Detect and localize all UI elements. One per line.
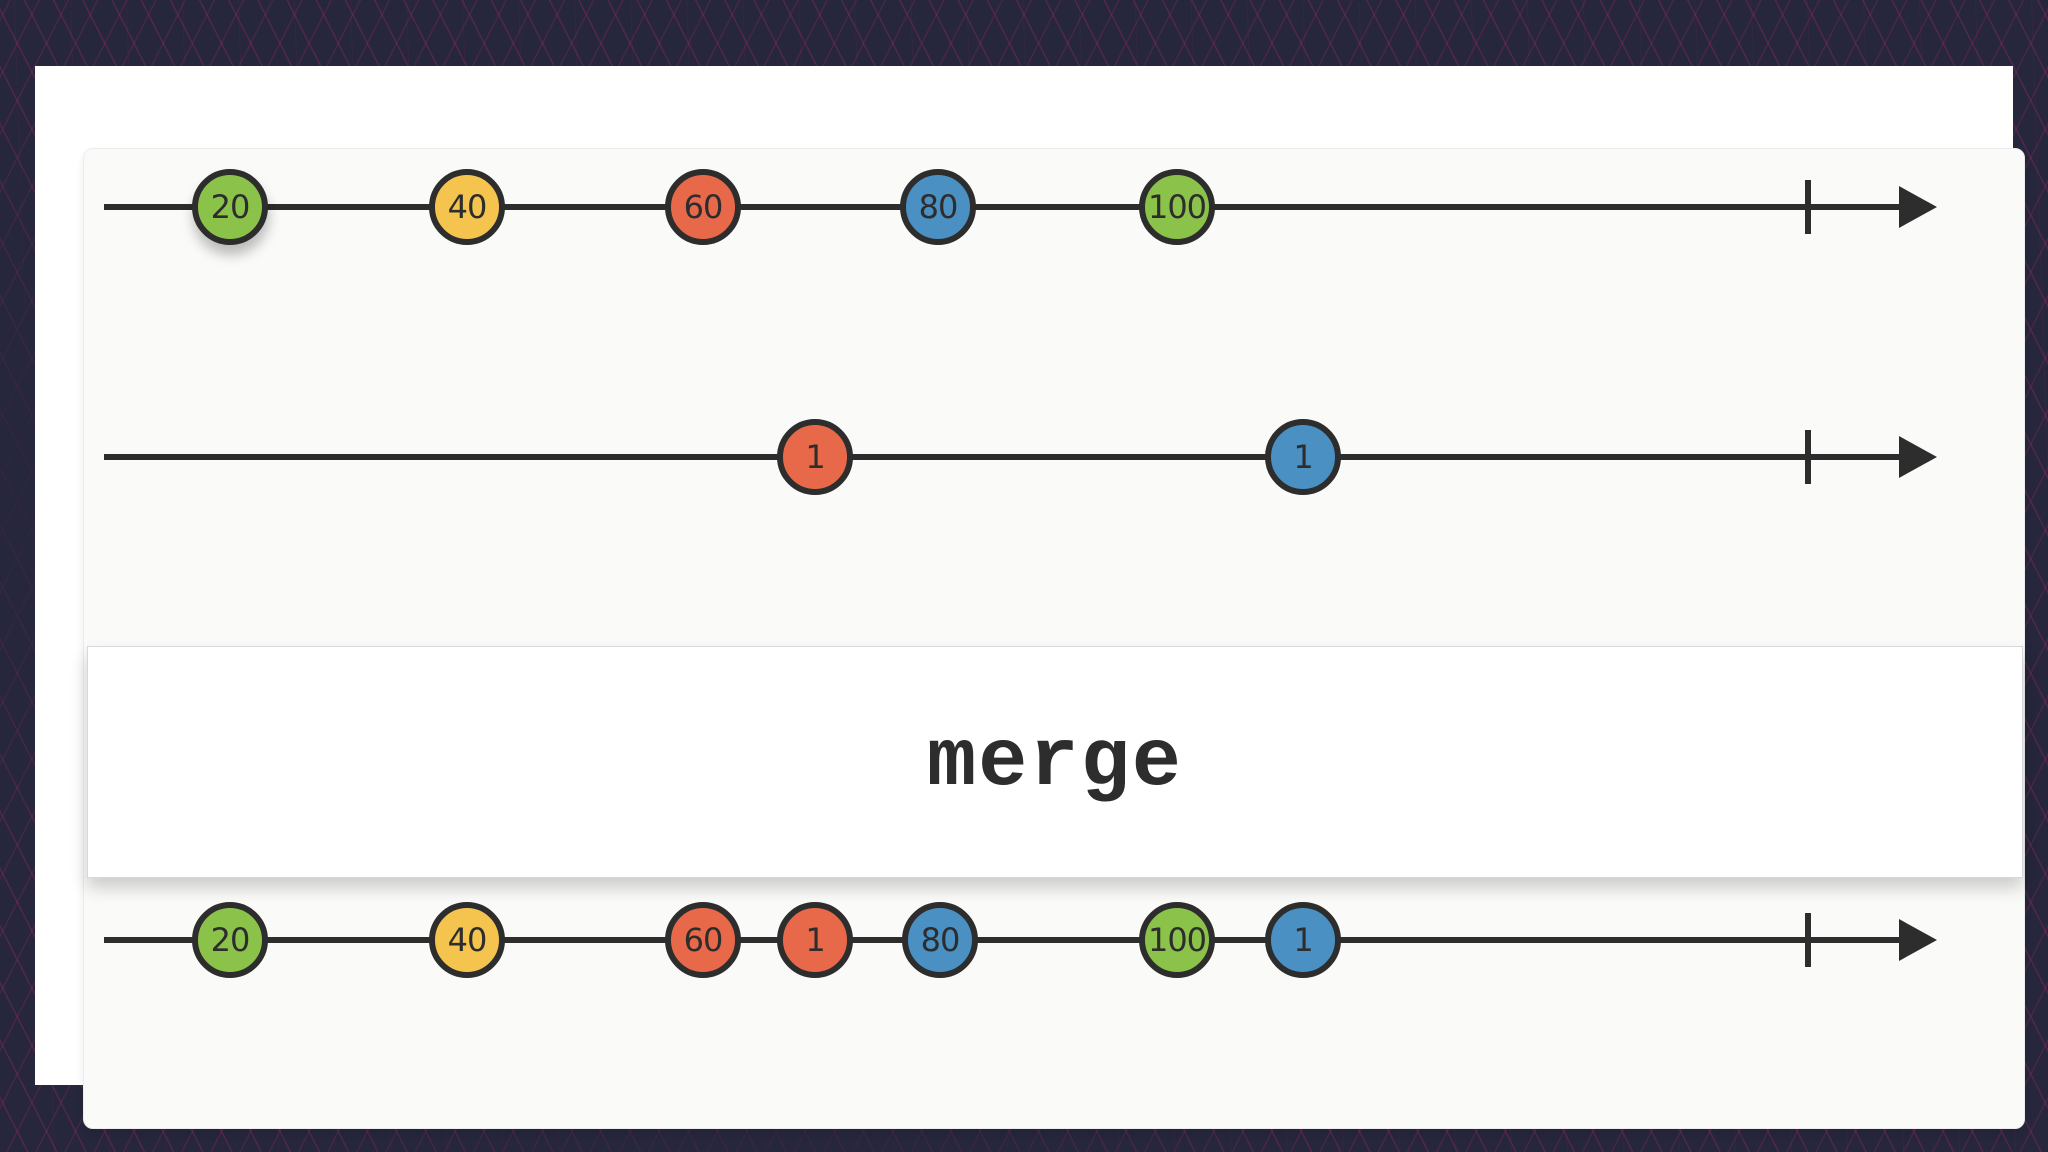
timeline-arrowhead-icon	[1899, 919, 1937, 961]
marble-60: 60	[665, 169, 741, 245]
diagram-panel	[83, 148, 2025, 1129]
timeline-result: 20 40 60 1 80 100 1	[0, 890, 2048, 990]
timeline-source-a: 20 40 60 80 100	[0, 157, 2048, 257]
marble-20: 20	[192, 902, 268, 978]
marble-80: 80	[900, 169, 976, 245]
marble-1: 1	[777, 419, 853, 495]
completion-tick	[1805, 430, 1811, 484]
marble-40: 40	[429, 169, 505, 245]
timeline-arrowhead-icon	[1899, 436, 1937, 478]
marble-1: 1	[1265, 902, 1341, 978]
timeline-track	[104, 454, 1901, 460]
marble-100: 100	[1139, 902, 1215, 978]
marble-100: 100	[1139, 169, 1215, 245]
marble-40: 40	[429, 902, 505, 978]
marble-20: 20	[192, 169, 268, 245]
operator-label: merge	[926, 715, 1184, 809]
marble-1: 1	[1265, 419, 1341, 495]
operator-box: merge	[87, 646, 2023, 878]
timeline-arrowhead-icon	[1899, 186, 1937, 228]
timeline-track	[104, 204, 1901, 210]
completion-tick	[1805, 180, 1811, 234]
marble-80: 80	[902, 902, 978, 978]
marble-1: 1	[777, 902, 853, 978]
completion-tick	[1805, 913, 1811, 967]
marble-60: 60	[665, 902, 741, 978]
timeline-track	[104, 937, 1901, 943]
diagram-card: merge	[35, 66, 2025, 1129]
